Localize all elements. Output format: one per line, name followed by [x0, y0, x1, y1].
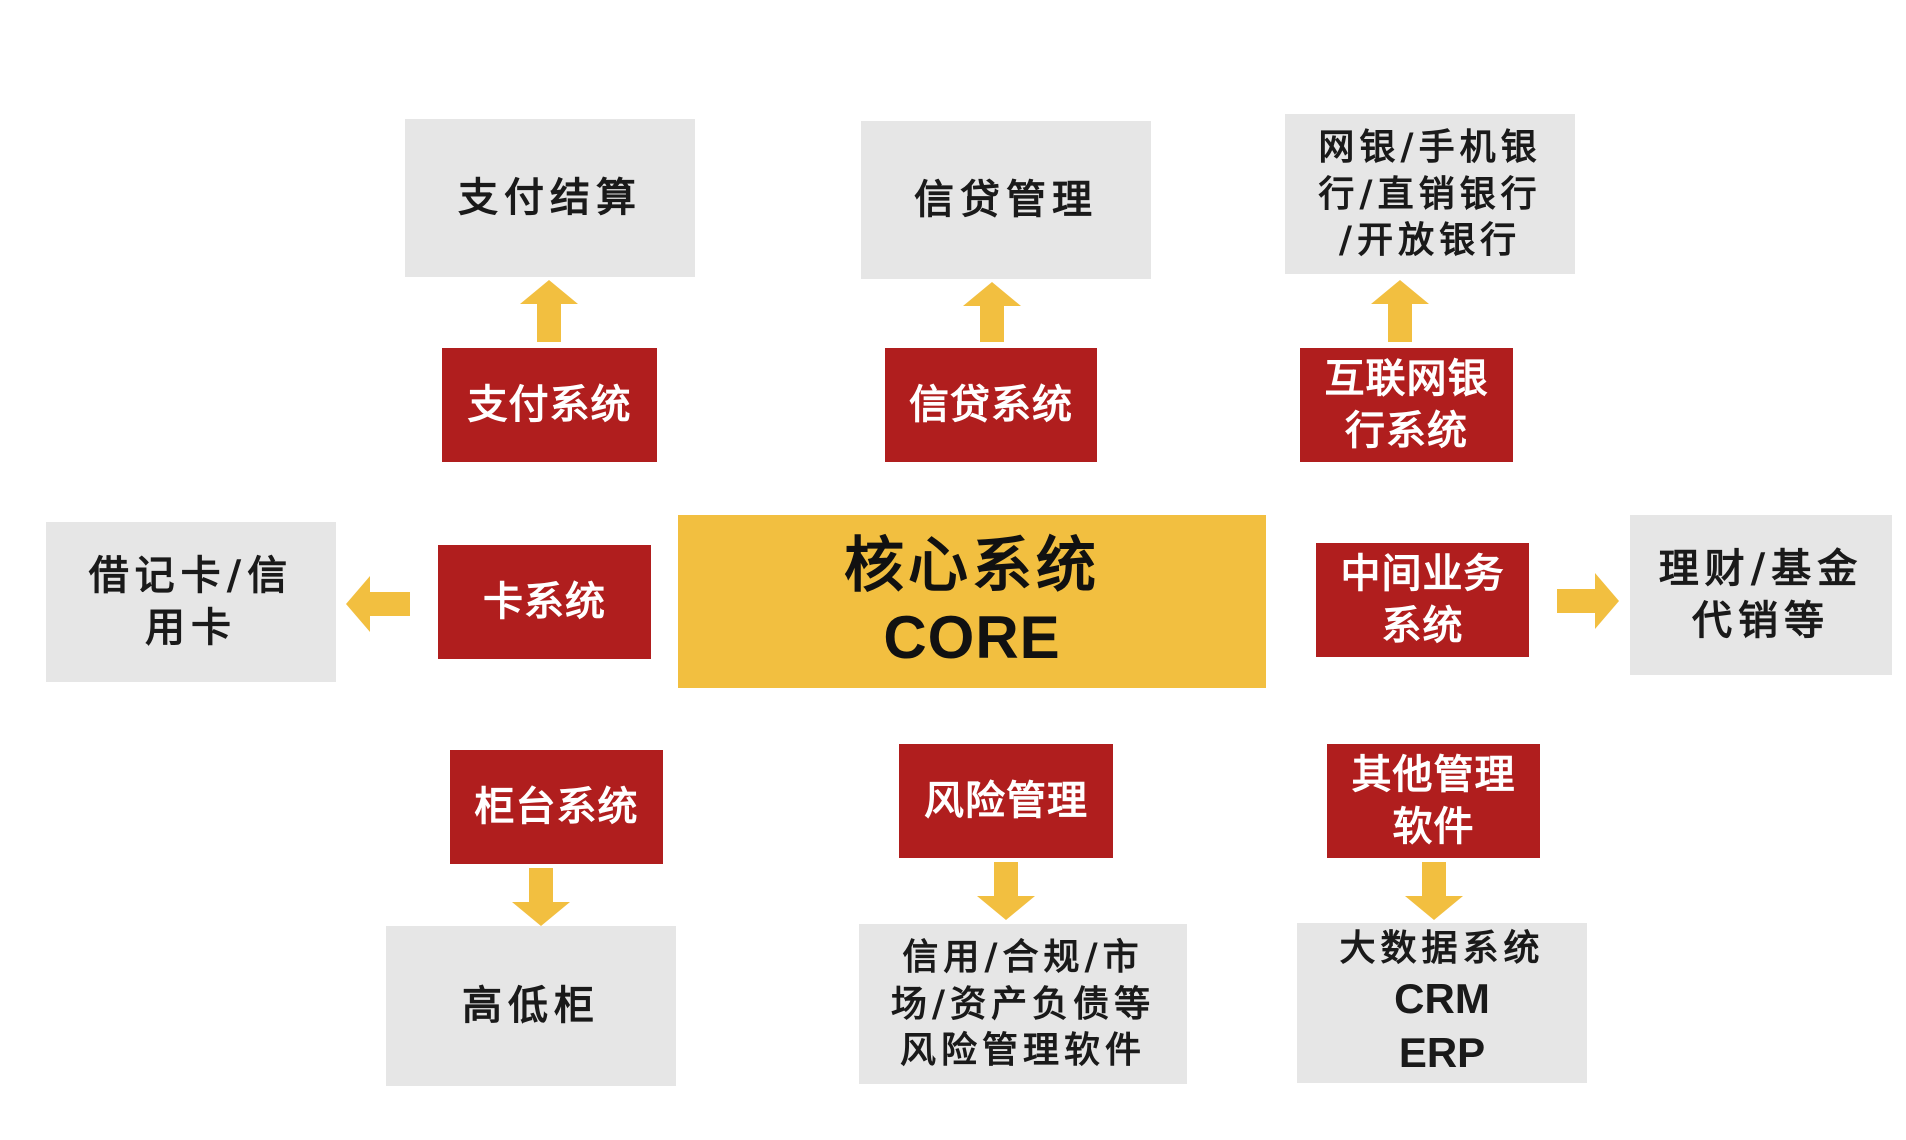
- wealth-fund-line-2: 代销等: [1691, 597, 1830, 644]
- counter-system-label: 柜台系统: [474, 784, 639, 830]
- core-label-cn: 核心系统: [844, 530, 1100, 601]
- erp-line: ERP: [1398, 1029, 1486, 1077]
- arrow-up-icon: [1371, 280, 1429, 342]
- arrow-down-icon: [977, 862, 1035, 920]
- arrow-down-icon: [1405, 862, 1463, 920]
- internet-banking-system-box: 互联网银 行系统: [1300, 348, 1513, 462]
- payment-system-box: 支付系统: [442, 348, 657, 462]
- arrow-right-icon: [1557, 573, 1619, 629]
- big-data-line: 大数据系统: [1339, 927, 1545, 969]
- intermediary-business-line-1: 中间业务: [1340, 551, 1505, 597]
- core-label-en: CORE: [883, 603, 1061, 671]
- intermediary-business-system-box: 中间业务 系统: [1316, 543, 1529, 657]
- risk-software-box: 信用/合规/市 场/资产负债等 风险管理软件: [859, 924, 1187, 1084]
- high-low-counter-label: 高低柜: [462, 982, 600, 1029]
- credit-system-label: 信贷系统: [909, 382, 1073, 428]
- credit-system-box: 信贷系统: [885, 348, 1097, 462]
- other-management-software-box: 其他管理 软件: [1327, 744, 1540, 858]
- other-management-line-1: 其他管理: [1351, 752, 1516, 798]
- other-management-line-2: 软件: [1392, 804, 1475, 850]
- payment-settlement-label: 支付结算: [458, 174, 642, 221]
- crm-line: CRM: [1394, 974, 1490, 1022]
- intermediary-business-line-2: 系统: [1381, 603, 1464, 649]
- debit-credit-card-box: 借记卡/信 用卡: [46, 522, 336, 682]
- risk-management-box: 风险管理: [899, 744, 1113, 858]
- counter-system-box: 柜台系统: [450, 750, 663, 864]
- payment-settlement-box: 支付结算: [405, 119, 695, 277]
- risk-software-line-2: 场/资产负债等: [890, 982, 1156, 1025]
- high-low-counter-box: 高低柜: [386, 926, 676, 1086]
- arrow-up-icon: [963, 282, 1021, 342]
- risk-software-line-1: 信用/合规/市: [902, 935, 1144, 978]
- credit-management-box: 信贷管理: [861, 121, 1151, 279]
- arrow-down-icon: [512, 868, 570, 926]
- debit-credit-card-line-2: 用卡: [144, 604, 237, 651]
- online-banking-line-2: 行/直销银行: [1318, 172, 1542, 215]
- debit-credit-card-line-1: 借记卡/信: [88, 552, 294, 599]
- risk-management-label: 风险管理: [924, 778, 1088, 824]
- online-banking-line-3: /开放银行: [1338, 219, 1522, 262]
- internet-banking-line-2: 行系统: [1345, 408, 1468, 454]
- wealth-fund-distribution-box: 理财/基金 代销等: [1630, 515, 1892, 675]
- card-system-box: 卡系统: [438, 545, 651, 659]
- online-banking-box: 网银/手机银 行/直销银行 /开放银行: [1285, 114, 1575, 274]
- big-data-crm-erp-box: 大数据系统 CRM ERP: [1297, 923, 1587, 1083]
- wealth-fund-line-1: 理财/基金: [1658, 545, 1864, 592]
- risk-software-line-3: 风险管理软件: [899, 1029, 1146, 1072]
- core-system-box: 核心系统 CORE: [678, 515, 1266, 688]
- internet-banking-line-1: 互联网银: [1324, 356, 1489, 402]
- online-banking-line-1: 网银/手机银: [1318, 125, 1542, 168]
- arrow-left-icon: [346, 576, 410, 632]
- card-system-label: 卡系统: [483, 579, 606, 625]
- credit-management-label: 信贷管理: [914, 176, 1098, 223]
- payment-system-label: 支付系统: [467, 382, 632, 428]
- arrow-up-icon: [520, 280, 578, 342]
